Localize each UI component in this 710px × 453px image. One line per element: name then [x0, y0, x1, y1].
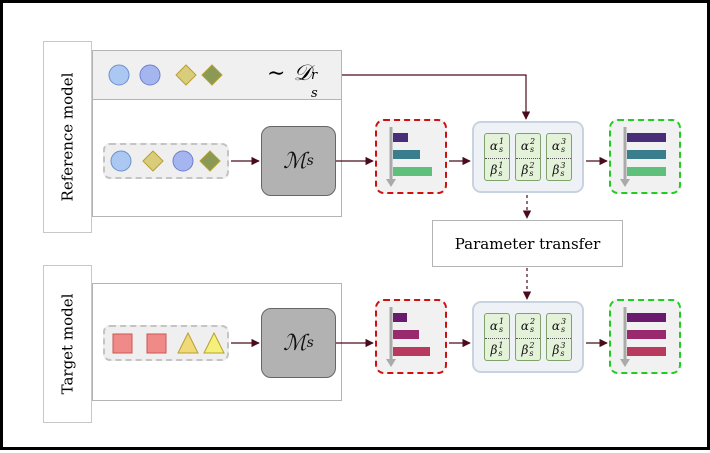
- parameter-transfer-label: Parameter transfer: [454, 234, 601, 253]
- distribution-to-parameters-arrow: [342, 74, 531, 120]
- target-logit-histogram: [375, 299, 447, 374]
- parameter-transfer-box: Parameter transfer: [432, 220, 623, 267]
- reference-input-box: [103, 143, 229, 179]
- target-model-label-box: Target model: [43, 265, 92, 423]
- target-model-label: Target model: [58, 293, 77, 395]
- reference-model-label: Reference model: [58, 72, 77, 202]
- target-input-box: [103, 325, 229, 361]
- reference-model-label-box: Reference model: [43, 41, 92, 233]
- reference-output-histogram: [609, 119, 681, 194]
- reference-logit-histogram: [375, 119, 447, 194]
- target-output-histogram: [609, 299, 681, 374]
